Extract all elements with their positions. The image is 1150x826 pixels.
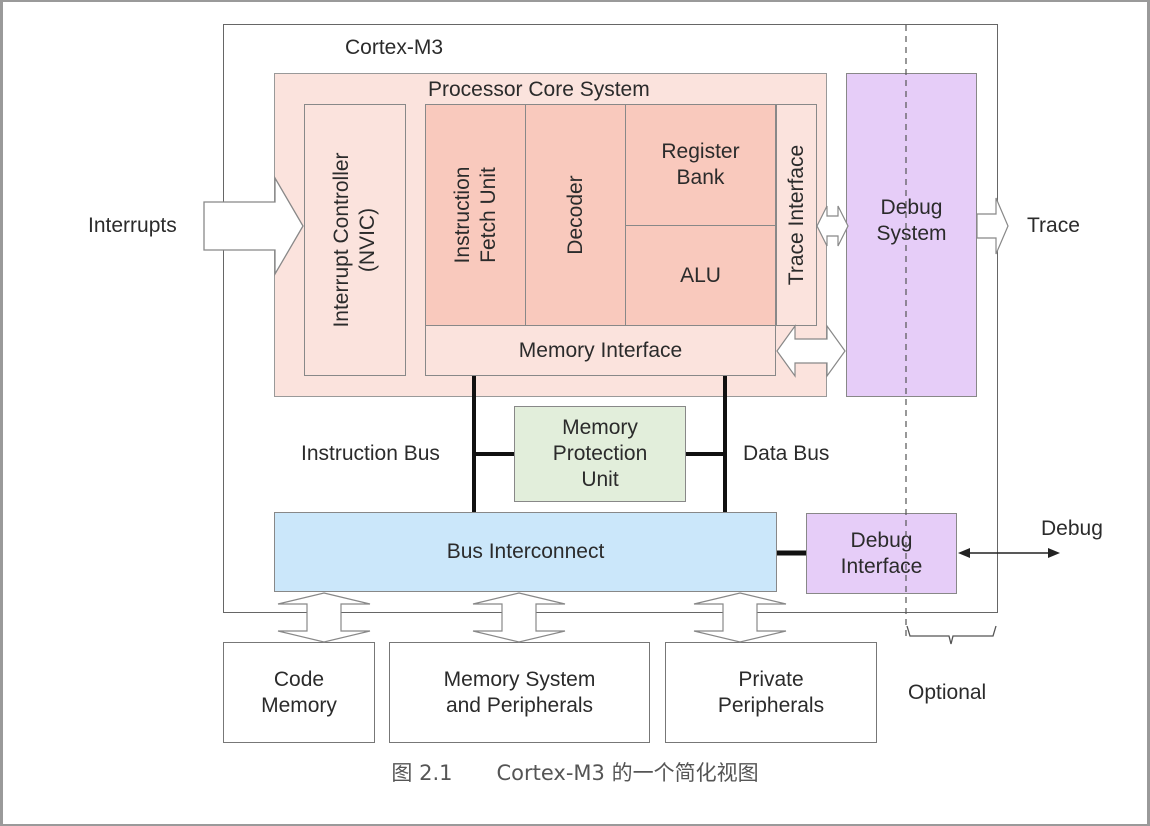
nvic-block: Interrupt Controller (NVIC) xyxy=(304,104,406,376)
register-bank-block: Register Bank xyxy=(625,104,776,226)
data-bus-label: Data Bus xyxy=(743,442,830,465)
alu-block: ALU xyxy=(625,225,776,326)
optional-label: Optional xyxy=(908,681,987,704)
processor-core-title: Processor Core System xyxy=(428,78,650,101)
memory-interface-label: Memory Interface xyxy=(518,338,683,362)
figure-caption-text: Cortex-M3 的一个简化视图 xyxy=(496,761,759,785)
decoder-block: Decoder xyxy=(525,104,626,326)
debug-interface-label: Debug Interface xyxy=(840,528,923,578)
trace-interface-block: Trace Interface xyxy=(776,104,817,326)
private-peripherals-label: Private Peripherals xyxy=(717,667,825,717)
memory-interface-block: Memory Interface xyxy=(425,325,776,376)
mpu-block: Memory Protection Unit xyxy=(514,406,686,502)
memory-system-block: Memory System and Peripherals xyxy=(389,642,650,743)
code-memory-block: Code Memory xyxy=(223,642,375,743)
interrupts-label: Interrupts xyxy=(88,214,177,237)
memory-system-label: Memory System and Peripherals xyxy=(443,667,596,717)
instruction-bus-label: Instruction Bus xyxy=(301,442,440,465)
trace-interface-label: Trace Interface xyxy=(784,144,808,286)
figure-number: 图 2.1 xyxy=(391,761,453,785)
screen-border-right xyxy=(1147,0,1150,826)
figure-caption: 图 2.1 Cortex-M3 的一个简化视图 xyxy=(0,757,1150,785)
mpu-label: Memory Protection Unit xyxy=(552,416,648,491)
screen-border-left xyxy=(0,0,3,826)
debug-system-block: Debug System xyxy=(846,73,977,397)
screen-border-top xyxy=(0,0,1150,2)
screen-border-bottom xyxy=(0,824,1150,826)
instruction-fetch-unit: Instruction Fetch Unit xyxy=(425,104,526,326)
nvic-label: Interrupt Controller (NVIC) xyxy=(330,152,379,328)
optional-bracket xyxy=(906,625,997,645)
code-memory-label: Code Memory xyxy=(261,667,337,717)
alu-label: ALU xyxy=(680,263,721,287)
private-peripherals-block: Private Peripherals xyxy=(665,642,877,743)
bus-interconnect-block: Bus Interconnect xyxy=(274,512,777,592)
bus-interconnect-label: Bus Interconnect xyxy=(446,540,605,563)
decoder-label: Decoder xyxy=(563,175,587,255)
trace-label: Trace xyxy=(1027,214,1080,237)
debug-label: Debug xyxy=(1041,517,1103,540)
debug-interface-block: Debug Interface xyxy=(806,513,957,594)
debug-system-label: Debug System xyxy=(876,196,947,245)
debug-arrowhead-right xyxy=(1048,548,1060,558)
cortex-m3-boundary xyxy=(223,24,998,613)
cortex-m3-title: Cortex-M3 xyxy=(345,36,444,59)
fetch-unit-label: Instruction Fetch Unit xyxy=(450,166,500,264)
register-bank-label: Register Bank xyxy=(661,140,740,189)
